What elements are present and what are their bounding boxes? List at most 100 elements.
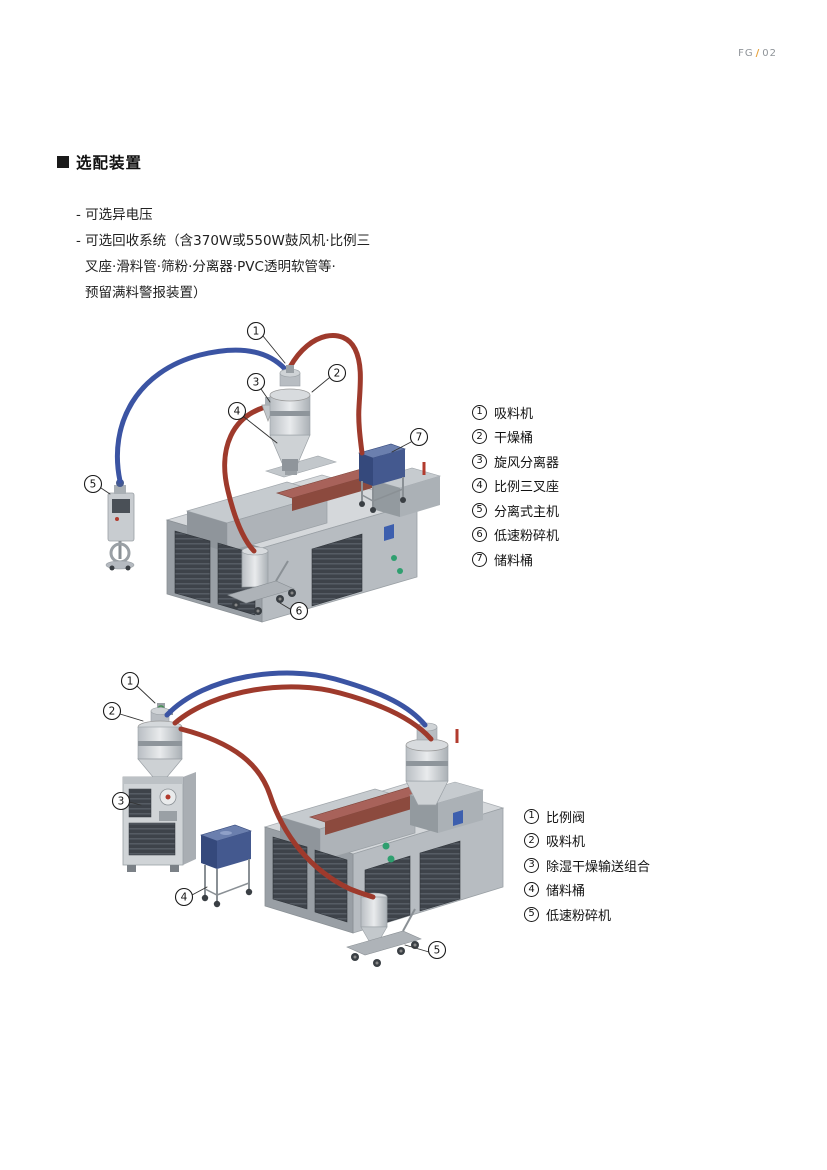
callout-2: 2 <box>102 701 144 722</box>
legend-num: 7 <box>472 551 487 567</box>
svg-text:4: 4 <box>181 892 188 904</box>
vent-grills <box>272 836 461 930</box>
diagram1-legend: 1 吸料机 2 干燥桶 3 旋风分离器 4 比例三叉座 5 分离式主机 6 低速… <box>472 400 559 572</box>
svg-text:1: 1 <box>127 676 134 688</box>
header-separator: / <box>755 48 761 59</box>
legend-item: 3 除湿干燥输送组合 <box>524 853 650 878</box>
note-line: 叉座·滑料管·筛粉·分离器·PVC透明软管等· <box>85 259 336 275</box>
svg-text:7: 7 <box>416 432 423 444</box>
svg-text:6: 6 <box>296 606 303 618</box>
control-panel <box>384 524 394 541</box>
legend-label: 吸料机 <box>546 835 586 851</box>
svg-text:2: 2 <box>109 706 116 718</box>
legend-item: 4 比例三叉座 <box>472 474 559 499</box>
svg-text:3: 3 <box>118 796 125 808</box>
legend-num: 2 <box>524 833 539 849</box>
callout-3: 3 <box>111 791 142 811</box>
callout-7: 7 <box>391 427 429 453</box>
legend-label: 低速粉碎机 <box>494 529 560 545</box>
power-button <box>382 842 390 850</box>
note-line: - 可选异电压 <box>76 207 153 223</box>
vent-grills <box>174 530 363 616</box>
diagram1-callouts: 1 2 3 4 5 <box>83 321 429 621</box>
callout-4: 4 <box>174 886 208 907</box>
power-button <box>391 555 397 561</box>
svg-text:3: 3 <box>253 377 260 389</box>
legend-num: 4 <box>472 478 487 494</box>
legend-label: 吸料机 <box>494 406 534 422</box>
legend-item: 1 吸料机 <box>472 400 559 425</box>
header-code: FG <box>738 48 754 59</box>
legend-label: 储料桶 <box>546 884 586 900</box>
proportional-valve <box>282 459 298 471</box>
diagram2-legend: 1 比例阀 2 吸料机 3 除湿干燥输送组合 4 储料桶 5 低速粉碎机 <box>524 804 650 927</box>
injection-molding-machine <box>165 462 442 623</box>
legend-item: 1 比例阀 <box>524 804 650 829</box>
power-button <box>387 855 395 863</box>
note-line: 预留满料警报装置） <box>85 285 207 301</box>
legend-label: 比例三叉座 <box>494 480 560 496</box>
legend-label: 低速粉碎机 <box>546 908 612 924</box>
section-title: 选配装置 <box>76 154 143 172</box>
blue-conveying-pipe <box>114 347 288 484</box>
legend-item: 4 储料桶 <box>524 878 650 903</box>
legend-num: 6 <box>472 527 487 543</box>
header-page-number: 02 <box>762 48 777 59</box>
legend-item: 5 低速粉碎机 <box>524 902 650 927</box>
section-title-row: 选配装置 <box>57 151 142 173</box>
red-conveying-pipe-upper <box>172 684 434 742</box>
legend-item: 2 吸料机 <box>524 829 650 854</box>
legend-num: 4 <box>524 882 539 898</box>
legend-label: 比例阀 <box>546 810 586 826</box>
red-conveying-pipe-lower <box>222 402 277 554</box>
callout-3: 3 <box>246 372 271 403</box>
red-conveying-pipe-lower <box>178 726 376 900</box>
recovery-system-diagram-1: 1 2 3 4 5 <box>83 321 442 623</box>
storage-barrel-stand <box>200 824 253 908</box>
square-bullet-icon <box>57 156 69 168</box>
recovery-system-diagram-2: 1 2 3 4 5 <box>102 670 505 967</box>
legend-num: 3 <box>524 857 539 873</box>
legend-label: 干燥桶 <box>494 431 534 447</box>
legend-label: 储料桶 <box>494 553 534 569</box>
legend-num: 2 <box>472 429 487 445</box>
legend-item: 7 储料桶 <box>472 547 559 572</box>
callout-1: 1 <box>246 321 286 364</box>
power-button <box>397 568 403 574</box>
storage-barrel-stand <box>358 443 406 513</box>
legend-item: 5 分离式主机 <box>472 498 559 523</box>
option-notes: - 可选异电压 - 可选回收系统（含370W或550W鼓风机·比例三 叉座·滑料… <box>76 202 370 306</box>
granulator-trolley <box>227 546 296 615</box>
drying-hopper-assembly <box>261 365 338 478</box>
callout-2: 2 <box>311 363 347 393</box>
legend-num: 3 <box>472 453 487 469</box>
callout-5: 5 <box>404 940 447 960</box>
red-conveying-pipe-upper <box>287 333 365 456</box>
diagram2-callouts: 1 2 3 4 5 <box>102 671 447 960</box>
svg-text:5: 5 <box>90 479 97 491</box>
callout-5: 5 <box>83 474 111 495</box>
blue-conveying-pipe <box>164 670 428 728</box>
legend-num: 1 <box>524 808 539 824</box>
legend-label: 旋风分离器 <box>494 455 560 471</box>
legend-item: 3 旋风分离器 <box>472 449 559 474</box>
legend-label: 除湿干燥输送组合 <box>546 859 651 875</box>
callout-4: 4 <box>227 401 278 444</box>
legend-num: 5 <box>524 906 539 922</box>
note-line: - 可选回收系统（含370W或550W鼓风机·比例三 <box>76 233 371 249</box>
callout-1: 1 <box>120 671 156 704</box>
svg-text:5: 5 <box>434 945 441 957</box>
legend-num: 5 <box>472 502 487 518</box>
legend-item: 2 干燥桶 <box>472 425 559 450</box>
injection-molding-machine <box>263 722 505 934</box>
separate-main-unit <box>105 479 135 571</box>
svg-text:2: 2 <box>334 368 341 380</box>
callout-6: 6 <box>279 601 309 621</box>
dehumidifier-dryer-combo <box>122 703 196 872</box>
legend-label: 分离式主机 <box>494 504 560 520</box>
svg-text:4: 4 <box>234 406 241 418</box>
legend-num: 1 <box>472 404 487 420</box>
page-header: FG/02 <box>738 48 777 59</box>
control-panel <box>453 810 463 826</box>
